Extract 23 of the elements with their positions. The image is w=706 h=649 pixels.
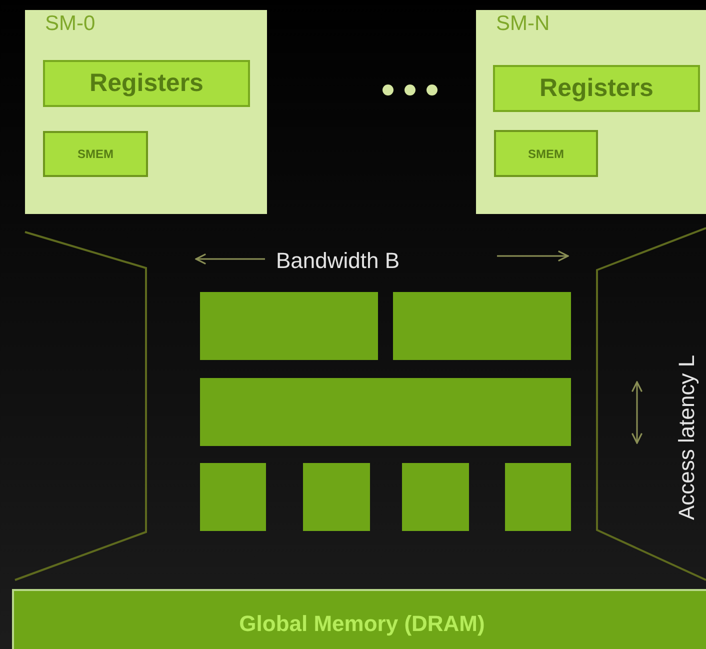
panel-title: SM-N [496,12,550,36]
sm-panel [25,10,267,214]
smem-label: SMEM [528,146,564,160]
latency-label: Access latency L [674,354,700,520]
smem-box [43,131,148,177]
memory-block [402,463,469,531]
register-label: Registers [540,74,654,103]
bandwidth-label: Bandwidth B [276,248,400,274]
sm-panel [476,10,706,214]
memory-block [200,292,378,360]
memory-block [505,463,571,531]
memory-block [393,292,571,360]
panel-title: SM-0 [45,12,96,36]
memory-label: Global Memory (DRAM) [239,611,485,637]
register-bar [43,60,250,107]
smem-box [494,130,598,177]
smem-label: SMEM [78,147,114,161]
register-label: Registers [90,69,204,98]
memory-block [200,378,571,446]
memory-block [303,463,370,531]
register-bar [493,65,700,112]
memory-block [200,463,266,531]
global-memory-bar [12,589,706,649]
